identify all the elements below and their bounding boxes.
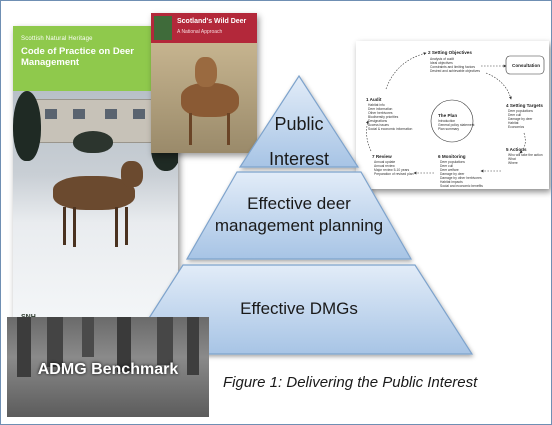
node-monitoring-item: Deer populations <box>440 160 465 164</box>
node-review-title: 7 Review <box>372 154 392 159</box>
node-plan-item: Plan summary <box>438 127 459 131</box>
cover-title: Code of Practice on Deer Management <box>21 46 134 68</box>
node-review-item: Preparation of revised plan <box>374 172 414 176</box>
node-plan: The Plan Introduction General policy sta… <box>438 113 475 131</box>
node-actions-item: Who will take the action <box>508 153 543 157</box>
admg-benchmark-photo: ADMG Benchmark <box>7 317 209 417</box>
roe-deer-photo <box>151 43 257 153</box>
node-objectives-title: 2 Setting Objectives <box>428 50 472 55</box>
cycle-connectors <box>365 52 545 175</box>
node-plan-item: Introduction <box>438 119 455 123</box>
pyramid-top-label: Public Interest <box>251 107 347 177</box>
node-audit-item: Designations <box>368 119 387 123</box>
winter-deer-photo <box>13 91 178 331</box>
node-audit: 1 Audit Habitat info Deer information Ot… <box>366 97 413 131</box>
node-audit-item: Deer information <box>368 107 393 111</box>
node-monitoring-title: 6 Monitoring <box>438 154 466 159</box>
node-audit-title: 1 Audit <box>366 97 382 102</box>
node-review-item: Major review 5-10 years <box>374 168 410 172</box>
node-objectives-item: Constraints and limiting factors <box>430 65 475 69</box>
node-targets: 4 Setting Targets Deer populations Deer … <box>506 103 543 129</box>
node-plan-title: The Plan <box>438 113 457 118</box>
node-monitoring-item: Deer cull <box>440 164 453 168</box>
node-monitoring-item: Social and economic benefits <box>440 184 483 188</box>
node-audit-item: Other herbivores <box>368 111 393 115</box>
pyramid-bottom-label: Effective DMGs <box>240 299 358 318</box>
node-monitoring-item: Habitat impacts <box>440 180 463 184</box>
node-monitoring-item: Damage by other herbivores <box>440 176 482 180</box>
cycle-svg: 2 Setting Objectives Analysis of audit I… <box>365 50 545 188</box>
node-monitoring: 6 Monitoring Deer populations Deer cull … <box>438 154 483 188</box>
figure-caption: Figure 1: Delivering the Public Interest <box>223 374 478 391</box>
wild-deer-booklet: Scotland's Wild Deer A National Approach <box>151 13 257 153</box>
node-targets-item: Deer populations <box>508 109 533 113</box>
node-review: 7 Review Annual update Annual review Maj… <box>372 154 414 176</box>
node-objectives: 2 Setting Objectives Analysis of audit I… <box>428 50 480 73</box>
booklet-title: Scotland's Wild Deer <box>177 18 247 25</box>
node-targets-item: Economics <box>508 125 524 129</box>
node-review-item: Annual review <box>374 164 395 168</box>
pyramid-tier-top <box>238 74 360 168</box>
node-audit-item: Habitat info <box>368 103 385 107</box>
cover-org-name: Scottish Natural Heritage <box>21 36 93 42</box>
node-objectives-item: Desired and achievable objectives <box>430 69 480 73</box>
planning-cycle-diagram: 2 Setting Objectives Analysis of audit I… <box>356 41 549 189</box>
node-monitoring-item: Damage by deer <box>440 172 465 176</box>
node-review-item: Annual update <box>374 160 395 164</box>
node-plan-item: General policy statement <box>438 123 475 127</box>
node-targets-item: Deer cull <box>508 113 521 117</box>
node-audit-item: Social & economic information <box>368 127 413 131</box>
node-actions-item: Where <box>508 161 518 165</box>
node-targets-title: 4 Setting Targets <box>506 103 543 108</box>
node-actions-item: What <box>508 157 516 161</box>
pyramid-tier-middle <box>185 171 413 260</box>
code-of-practice-cover: Scottish Natural Heritage Code of Practi… <box>13 26 178 331</box>
pyramid-middle-line-2: management planning <box>214 216 384 235</box>
node-monitoring-item: Deer welfare <box>440 168 459 172</box>
booklet-logo <box>154 16 172 40</box>
node-audit-item: Biodiversity priorities <box>368 115 399 119</box>
node-actions: 5 Actions Who will take the action What … <box>506 147 543 165</box>
node-audit-item: Access issues <box>368 123 389 127</box>
pyramid-top-line-2: Interest <box>268 149 330 169</box>
pyramid-middle-line-1: Effective deer <box>247 194 351 213</box>
admg-benchmark-label: ADMG Benchmark <box>37 361 179 378</box>
node-targets-item: Habitat <box>508 121 519 125</box>
node-objectives-item: Analysis of audit <box>430 57 454 61</box>
node-objectives-item: Ideal objectives <box>430 61 453 65</box>
node-consultation-title: Consultation <box>512 63 540 68</box>
booklet-subtitle: A National Approach <box>177 29 223 35</box>
pyramid-middle-label: Effective deer management planning <box>199 193 399 237</box>
node-targets-item: Damage by deer <box>508 117 533 121</box>
node-actions-title: 5 Actions <box>506 147 527 152</box>
pyramid-top-line-1: Public <box>274 114 324 134</box>
